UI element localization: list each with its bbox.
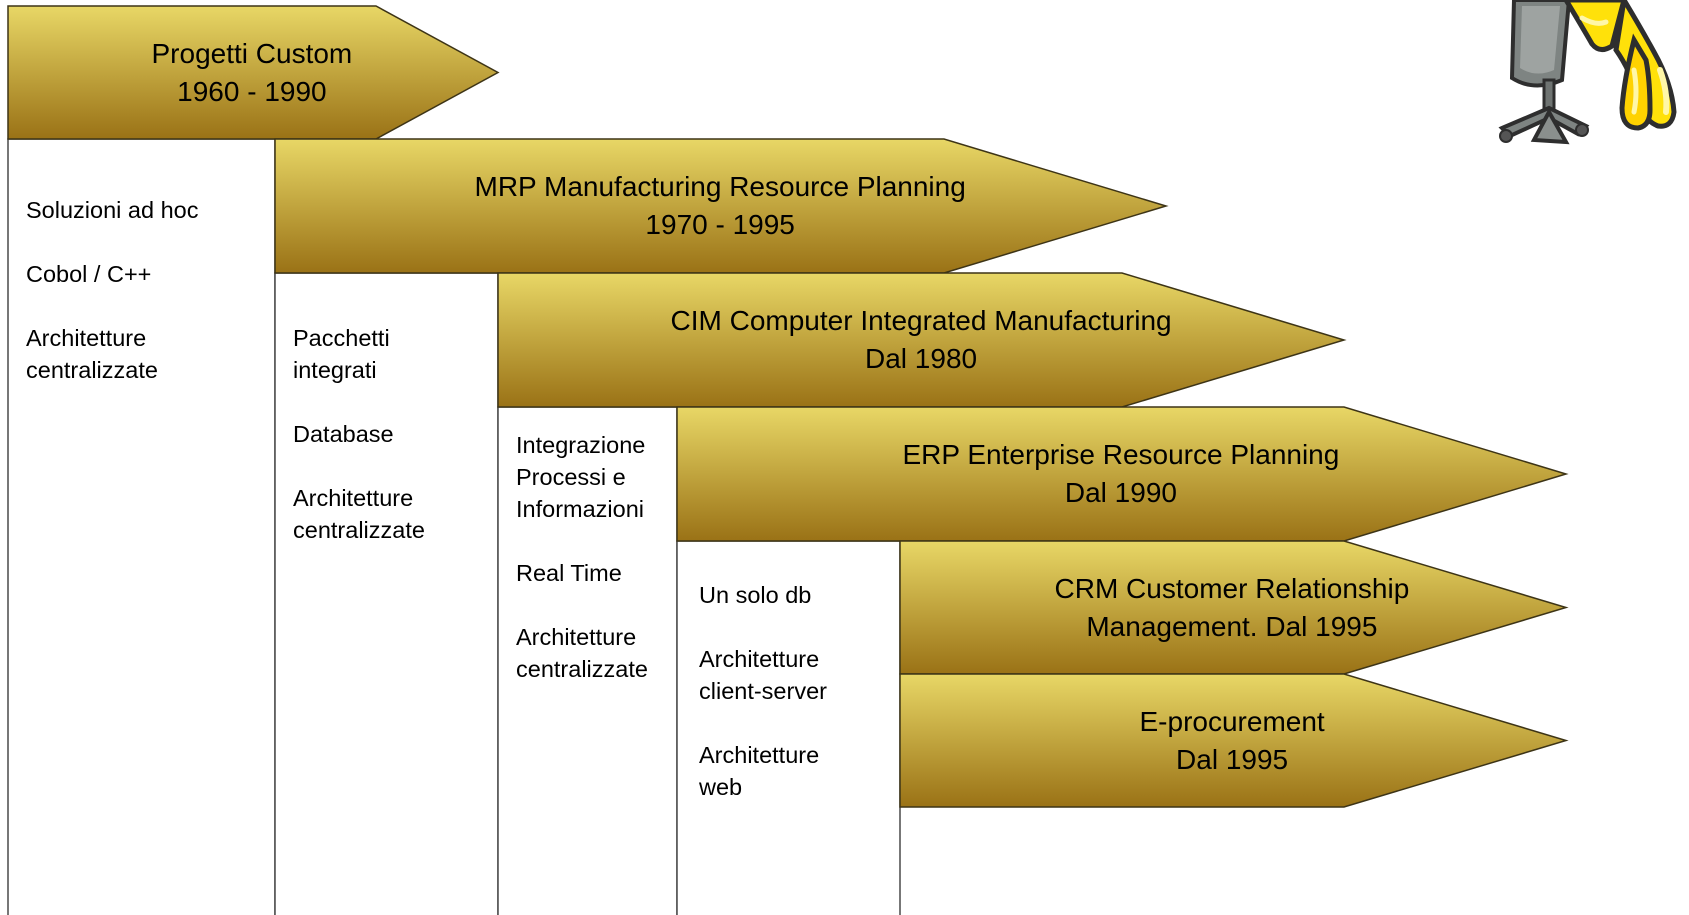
feature-text: centralizzate xyxy=(26,357,158,383)
feature-item: Soluzioni ad hoc xyxy=(26,194,198,226)
arrow-title-e-procurement: E-procurement xyxy=(1139,705,1325,737)
feature-text: Integrazione xyxy=(516,432,646,458)
arrow-mrp xyxy=(274,138,1169,274)
feature-item: Architetture centralizzate xyxy=(516,621,648,685)
arrow-period-cim: Dal 1980 xyxy=(865,343,978,374)
feature-text: web xyxy=(699,774,743,800)
feature-text: Pacchetti xyxy=(293,325,390,351)
cartoon-mascot-on-office-chair-icon xyxy=(1498,0,1677,145)
arrow-e-procurement xyxy=(899,673,1569,808)
arrow-cim xyxy=(497,272,1347,408)
feature-text: centralizzate xyxy=(293,517,425,543)
feature-text: Database xyxy=(293,421,394,447)
feature-text: Informazioni xyxy=(516,496,644,522)
feature-text: Un solo db xyxy=(699,582,812,608)
arrow-period-erp: Dal 1990 xyxy=(1064,477,1177,508)
feature-item: Real Time xyxy=(516,557,648,589)
arrow-period-crm: Management. Dal 1995 xyxy=(1086,610,1378,642)
arrow-period-e-procurement: Dal 1995 xyxy=(1176,743,1289,775)
feature-text: Architetture xyxy=(293,485,414,511)
arrow-label-mrp: MRP Manufacturing Resource Planning 1970 … xyxy=(475,168,966,244)
feature-item: Database xyxy=(293,418,425,450)
feature-item: Architetture centralizzate xyxy=(26,322,198,386)
feature-text: Architetture xyxy=(699,646,820,672)
feature-text: Soluzioni ad hoc xyxy=(26,197,199,223)
arrow-period-mrp: 1970 - 1995 xyxy=(645,209,795,240)
feature-item: Architetture client-server xyxy=(699,643,827,707)
feature-text: Cobol / C++ xyxy=(26,261,152,287)
feature-text: centralizzate xyxy=(516,656,648,682)
feature-text: Architetture xyxy=(516,624,637,650)
arrow-crm xyxy=(899,540,1569,675)
arrow-title-crm: CRM Customer Relationship xyxy=(1054,572,1410,604)
feature-text: Real Time xyxy=(516,560,622,586)
arrow-erp xyxy=(676,406,1569,542)
feature-item: Pacchetti integrati xyxy=(293,322,425,386)
feature-item: Cobol / C++ xyxy=(26,258,198,290)
arrow-period-progetti-custom: 1960 - 1990 xyxy=(177,75,327,107)
feature-text: client-server xyxy=(699,678,827,704)
feature-text: Architetture xyxy=(26,325,147,351)
arrow-title-cim: CIM Computer Integrated Manufacturing xyxy=(670,305,1172,336)
arrow-label-progetti-custom: Progetti Custom 1960 - 1990 xyxy=(152,35,353,111)
feature-text: Architetture xyxy=(699,742,820,768)
arrow-title-mrp: MRP Manufacturing Resource Planning xyxy=(474,171,966,202)
feature-item: Architetture web xyxy=(699,739,827,803)
feature-text: Processi e xyxy=(516,464,626,490)
arrow-title-erp: ERP Enterprise Resource Planning xyxy=(902,439,1340,470)
feature-item: Un solo db xyxy=(699,579,827,611)
arrow-progetti-custom xyxy=(7,5,500,140)
feature-text: integrati xyxy=(293,357,377,383)
arrow-title-progetti-custom: Progetti Custom xyxy=(151,37,353,69)
feature-item: Architetture centralizzate xyxy=(293,482,425,546)
